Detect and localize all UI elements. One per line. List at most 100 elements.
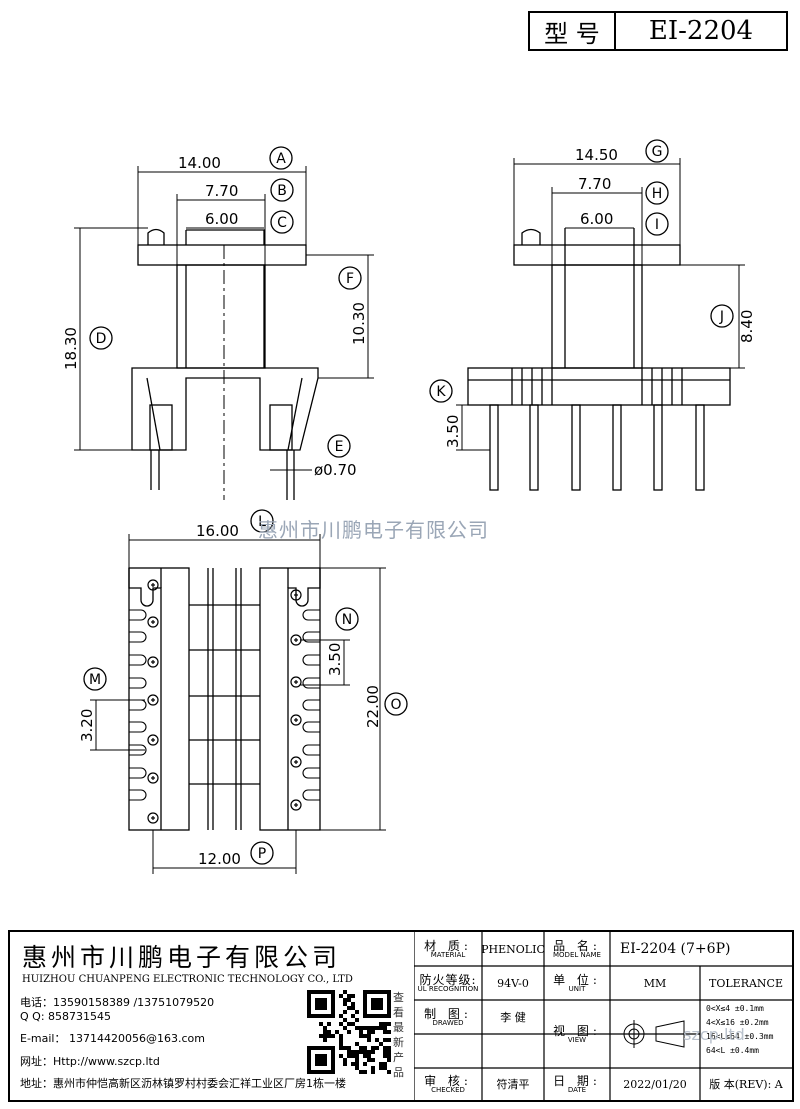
bubble-j: J [710,304,734,328]
qr-module [343,1058,347,1062]
dim-i-text: 6.00 [580,210,613,228]
qr-module [371,1066,375,1070]
qr-module [363,1070,367,1074]
left-slot [129,767,147,779]
qr-module [339,1038,343,1042]
qr-module [343,1026,347,1030]
qr-module [343,1010,347,1014]
qr-module [339,1034,343,1038]
right-slot [302,677,320,689]
model-name-label: 品 名:MODEL NAME [553,938,601,959]
bubble-o: O [384,692,408,716]
dim-c-text: 6.00 [205,210,238,228]
left-pin [147,694,159,706]
right-pin [290,589,302,601]
drawn-value: 李 健 [500,1011,526,1024]
model-number-box: 型 号 EI-2204 [528,11,788,51]
qr-module [363,1026,367,1030]
qr-module [315,1054,327,1066]
qr-code[interactable] [307,990,391,1074]
company-qq: Q Q: 858731545 [20,1010,112,1023]
right-pin [290,634,302,646]
model-name-value: EI-2204 (7+6P) [620,941,731,957]
dim-g-text: 14.50 [575,146,618,164]
svg-text:C: C [277,215,287,231]
qr-module [339,1046,343,1050]
checked-value: 符清平 [496,1078,530,1091]
svg-text:O: O [390,697,401,713]
qr-module [363,1050,367,1054]
company-email: E-mail： 13714420056@163.com [20,1032,205,1045]
qr-module [347,994,351,998]
bubble-n: N [335,607,359,631]
svg-text:F: F [346,271,354,287]
bubble-p: P [250,841,274,865]
qr-module [323,1038,327,1042]
material-label: 材 质:MATERIAL [424,938,472,959]
date-value: 2022/01/20 [623,1077,687,1091]
qr-module [383,1026,387,1030]
qr-module [367,1034,371,1038]
left-slot [129,631,147,643]
projection-symbol-icon [610,1000,700,1068]
bottom-view-pins [129,579,320,824]
qr-module [351,1002,355,1006]
left-slot [129,699,147,711]
material-value: PHENOLIC [481,942,545,956]
qr-module [371,1026,375,1030]
flame-label: 防火等级:UL RECOGNITION [417,972,479,993]
qr-module [387,1022,391,1026]
qr-module [347,1046,351,1050]
qr-module [379,1022,383,1026]
qr-module [363,1062,367,1066]
right-slot [302,654,320,666]
qr-module [379,1066,383,1070]
left-pin [147,616,159,628]
qr-module [343,1018,347,1022]
qr-module [355,1018,359,1022]
bubble-b: B [270,178,294,202]
dim-f-text: 10.30 [350,302,368,345]
bubble-l: L [250,509,274,533]
right-pin [290,676,302,688]
dim-j-text: 8.40 [738,310,756,343]
qr-module [339,1022,343,1026]
bubble-m: M [83,667,107,691]
qr-module [355,1062,359,1066]
right-slot [302,789,320,801]
qr-module [379,1042,383,1046]
dim-l-text: 16.00 [196,522,239,540]
model-label: 型 号 [530,13,616,49]
tolerance-row-3: 16<L≤64 ±0.3mm [706,1032,774,1041]
bubble-d: D [89,326,113,350]
front-view [131,228,319,500]
qr-module [343,1062,347,1066]
qr-module [383,1062,387,1066]
qr-module [351,1050,355,1054]
qr-module [355,1058,359,1062]
small-watermark: szcp.ltd [683,1024,745,1044]
qr-module [387,1070,391,1074]
qr-module [351,1014,355,1018]
title-grid-lines [414,932,792,1100]
svg-text:N: N [342,612,352,628]
dim-b-text: 7.70 [205,182,238,200]
dim-e-text: ø0.70 [314,461,357,479]
svg-text:H: H [652,186,663,202]
watermark: 惠州市川鹏电子有限公司 [258,518,489,542]
qr-module [383,1054,387,1058]
bubble-i: I [645,212,669,236]
qr-module [371,1046,375,1050]
qr-module [327,1034,331,1038]
unit-label: 单 位:UNIT [553,972,601,993]
qr-module [323,1030,327,1034]
right-pin [290,799,302,811]
company-info: 惠州市川鹏电子有限公司 HUIZHOU CHUANPENG ELECTRONIC… [10,932,414,1100]
svg-text:B: B [277,183,287,199]
qr-module [367,1054,371,1058]
date-label: 日 期:DATE [553,1073,601,1094]
company-cn-name: 惠州市川鹏电子有限公司 [22,943,342,972]
left-pin [147,772,159,784]
qr-module [375,1026,379,1030]
right-slot [302,721,320,733]
